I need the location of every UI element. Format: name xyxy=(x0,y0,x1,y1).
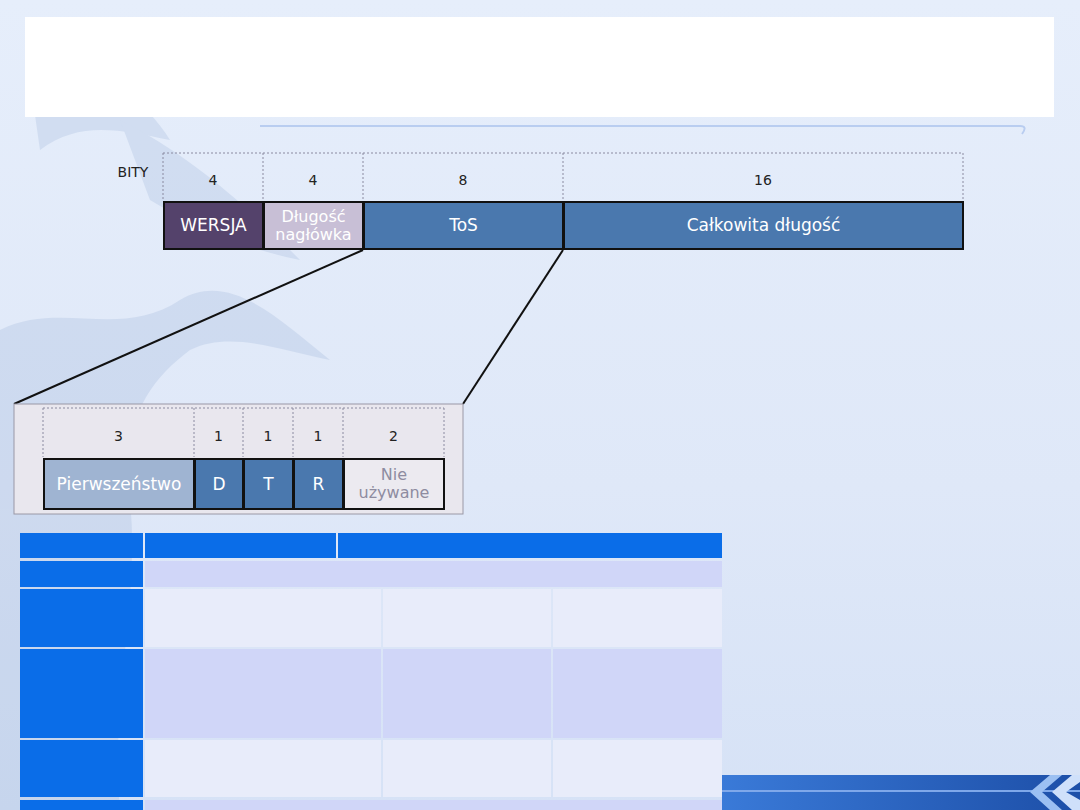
bit-count-text: 4 xyxy=(309,172,318,188)
bit-grid xyxy=(163,153,963,200)
bit-count: 4 xyxy=(163,168,263,192)
reliability-bit: R xyxy=(293,458,344,510)
bit-count-text: 16 xyxy=(754,172,772,188)
field-name: Całkowita długość xyxy=(684,216,844,235)
bit-count: 1 xyxy=(243,424,293,448)
field-name: R xyxy=(310,475,328,494)
title-underline xyxy=(260,126,1025,134)
field-name: WERSJA xyxy=(177,216,250,235)
axis-label: BITY xyxy=(100,160,166,184)
field-name: Długość nagłówka xyxy=(265,208,362,243)
field-name: Pierwszeństwo xyxy=(54,475,185,494)
header-length-field: Długość nagłówka xyxy=(263,201,364,250)
field-name: D xyxy=(209,475,228,494)
bit-count-text: 2 xyxy=(389,428,398,444)
bit-count: 16 xyxy=(563,168,963,192)
bit-count-text: 4 xyxy=(209,172,218,188)
tos-field: ToS xyxy=(363,201,564,250)
unused-bits: Nie używane xyxy=(343,458,445,510)
bit-count: 2 xyxy=(343,424,444,448)
delay-bit: D xyxy=(194,458,244,510)
throughput-bit: T xyxy=(243,458,294,510)
bit-count-text: 3 xyxy=(114,428,123,444)
bit-count-text: 1 xyxy=(314,428,323,444)
field-name: T xyxy=(260,475,276,494)
empty-table xyxy=(20,533,722,810)
bit-grid xyxy=(43,408,444,457)
precedence-field: Pierwszeństwo xyxy=(43,458,195,510)
field-name: ToS xyxy=(446,216,481,235)
field-name: Nie używane xyxy=(345,466,443,501)
total-length-field: Całkowita długość xyxy=(563,201,964,250)
bit-count: 1 xyxy=(194,424,243,448)
footer-band xyxy=(722,775,1080,810)
version-field: WERSJA xyxy=(163,201,264,250)
axis-label-text: BITY xyxy=(118,164,149,180)
zoom-panel xyxy=(14,404,463,514)
bit-count: 8 xyxy=(363,168,563,192)
bit-count: 4 xyxy=(263,168,363,192)
bit-count-text: 1 xyxy=(264,428,273,444)
title-bar xyxy=(25,17,1054,117)
bit-count: 3 xyxy=(43,424,194,448)
bit-count-text: 1 xyxy=(214,428,223,444)
bit-count-text: 8 xyxy=(459,172,468,188)
bit-count: 1 xyxy=(293,424,343,448)
zoom-leader xyxy=(14,250,563,404)
